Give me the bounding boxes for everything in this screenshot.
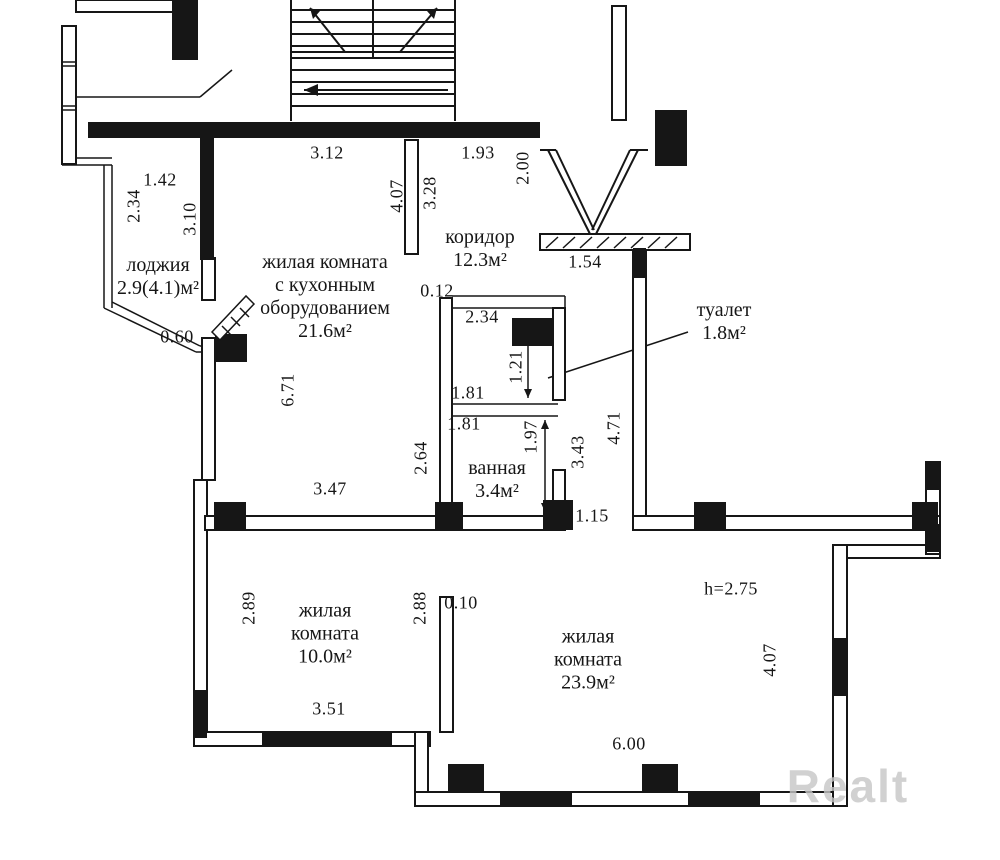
- walls-solid: [88, 0, 940, 806]
- room-label-kitchen-line3: оборудованием: [260, 297, 390, 319]
- dim-6-71: 6.71: [277, 373, 298, 407]
- dim-1-81-a: 1.81: [451, 382, 485, 403]
- entrance-door: [540, 149, 648, 235]
- dim-3-43: 3.43: [567, 435, 588, 469]
- dim-3-28: 3.28: [419, 176, 440, 210]
- toilet-leader-line: [547, 331, 689, 379]
- room-label-corridor: коридор 12.3м²: [445, 226, 515, 272]
- dim-1-54: 1.54: [568, 251, 602, 272]
- room-label-loggia-area: 2.9(4.1)м²: [117, 277, 199, 299]
- staircase-arrowheads: [304, 8, 437, 96]
- dim-2-00: 2.00: [512, 151, 533, 185]
- room-label-living-10: жилая комната 10.0м²: [291, 600, 359, 669]
- dim-3-47: 3.47: [313, 478, 347, 499]
- room-label-kitchen-line1: жилая комната: [262, 251, 388, 273]
- room-label-kitchen-living: жилая комната с кухонным оборудованием 2…: [260, 251, 390, 343]
- dim-3-51: 3.51: [312, 698, 346, 719]
- dim-2-34-mid: 2.34: [465, 306, 499, 327]
- dim-3-10: 3.10: [179, 202, 200, 236]
- room-label-bathroom-name: ванная: [468, 457, 526, 479]
- room-label-loggia: лоджия 2.9(4.1)м²: [117, 254, 199, 300]
- dim-0-10: 0.10: [444, 592, 478, 613]
- room-label-living-239-line1: жилая: [561, 625, 615, 648]
- dim-1-15: 1.15: [575, 505, 609, 526]
- room-label-bathroom-area: 3.4м²: [475, 480, 519, 502]
- realt-watermark: Realt: [787, 759, 909, 813]
- staircase: [290, 0, 456, 121]
- loggia-door-leaf: [210, 294, 256, 342]
- dim-6-00: 6.00: [612, 733, 646, 754]
- room-label-toilet: туалет 1.8м²: [697, 299, 752, 345]
- room-label-living-10-line1: жилая: [298, 599, 352, 622]
- entrance-lintel-hatch: [545, 236, 678, 249]
- dim-1-93: 1.93: [461, 142, 495, 163]
- dim-2-88: 2.88: [409, 591, 430, 625]
- room-label-living-10-area: 10.0м²: [298, 645, 352, 668]
- dim-2-34-left: 2.34: [123, 189, 144, 223]
- room-label-corridor-name: коридор: [445, 226, 515, 248]
- dim-1-42: 1.42: [143, 169, 177, 190]
- room-label-corridor-area: 12.3м²: [453, 249, 507, 271]
- walls-outline: [61, 0, 941, 807]
- dim-2-64: 2.64: [410, 441, 431, 475]
- dim-0-12: 0.12: [420, 280, 454, 301]
- dim-1-97: 1.97: [520, 420, 541, 454]
- room-label-bathroom: ванная 3.4м²: [468, 457, 526, 503]
- room-label-loggia-name: лоджия: [126, 254, 190, 276]
- realt-watermark-text: Realt: [786, 760, 910, 812]
- dim-4-07-top: 4.07: [386, 179, 407, 213]
- window-ticks: [62, 61, 76, 111]
- dim-2-89: 2.89: [238, 591, 259, 625]
- dim-3-12: 3.12: [310, 142, 344, 163]
- ceiling-height-label: h=2.75: [704, 578, 758, 599]
- room-label-living-10-line2: комната: [291, 622, 359, 645]
- dim-4-07-right: 4.07: [759, 643, 780, 677]
- dim-4-71: 4.71: [603, 411, 624, 445]
- dim-1-81-b: 1.81: [447, 413, 481, 434]
- room-label-kitchen-line2: с кухонным: [274, 274, 376, 296]
- thin-lines: [62, 69, 566, 417]
- dim-0-60: 0.60: [160, 326, 194, 347]
- room-label-toilet-name: туалет: [696, 299, 752, 321]
- dim-1-21: 1.21: [505, 350, 526, 384]
- room-label-kitchen-area: 21.6м²: [298, 320, 352, 342]
- room-label-toilet-area: 1.8м²: [702, 322, 746, 344]
- room-label-living-239: жилая комната 23.9м²: [554, 626, 622, 695]
- room-label-living-239-area: 23.9м²: [561, 671, 615, 694]
- room-label-living-239-line2: комната: [554, 648, 622, 671]
